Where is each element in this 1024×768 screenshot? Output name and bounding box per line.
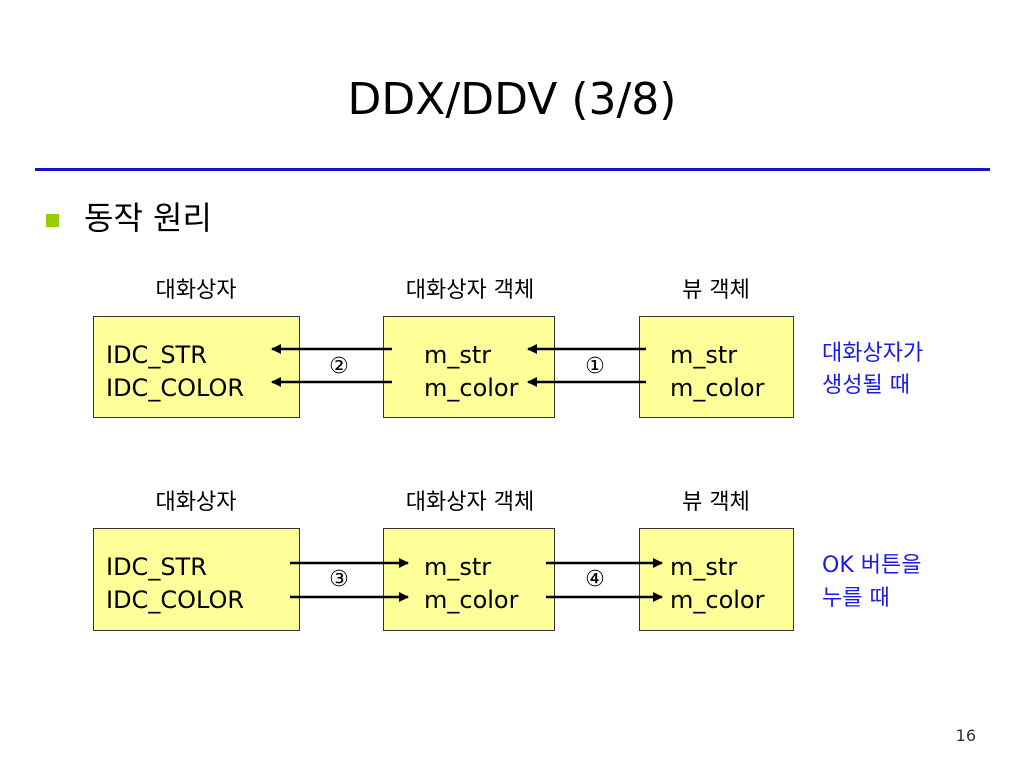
dialog-box-line: IDC_STR: [106, 341, 207, 369]
dialog-box-line: IDC_COLOR: [106, 374, 245, 402]
label-view-object: 뷰 객체: [682, 278, 750, 303]
dialog-box: IDC_STR IDC_COLOR: [93, 316, 300, 418]
view-object-box-line: m_color: [670, 374, 765, 402]
dialog-box: IDC_STR IDC_COLOR: [93, 528, 300, 631]
step-marker: ③: [329, 567, 349, 592]
label-dialog-object: 대화상자 객체: [405, 490, 535, 515]
step-marker: ①: [585, 354, 605, 379]
dialog-object-box-line: m_color: [424, 374, 519, 402]
bullet-text: 동작 원리: [84, 199, 212, 237]
dialog-object-box: m_str m_color: [383, 528, 555, 631]
note-line: 생성될 때: [822, 373, 910, 398]
bullet-square-icon: [46, 214, 59, 227]
label-dialog: 대화상자: [155, 278, 237, 303]
note-line: OK 버튼을: [822, 553, 922, 578]
title-rule: [35, 168, 990, 171]
note-line: 대화상자가: [822, 341, 924, 366]
view-object-box: m_str m_color: [639, 316, 794, 418]
step-marker: ②: [329, 354, 349, 379]
note-line: 누를 때: [822, 586, 890, 611]
dialog-object-box-line: m_color: [424, 586, 519, 614]
view-object-box-line: m_color: [670, 586, 765, 614]
dialog-object-box: m_str m_color: [383, 316, 555, 418]
view-object-box-line: m_str: [670, 341, 738, 369]
dialog-object-box-line: m_str: [424, 553, 492, 581]
view-object-box: m_str m_color: [639, 528, 794, 631]
label-view-object: 뷰 객체: [682, 490, 750, 515]
view-object-box-line: m_str: [670, 553, 738, 581]
slide-title: DDX/DDV (3/8): [347, 74, 677, 125]
label-dialog-object: 대화상자 객체: [405, 278, 535, 303]
dialog-box-line: IDC_STR: [106, 553, 207, 581]
page-number: 16: [955, 726, 976, 745]
label-dialog: 대화상자: [155, 490, 237, 515]
dialog-box-line: IDC_COLOR: [106, 586, 245, 614]
step-marker: ④: [585, 567, 605, 592]
dialog-object-box-line: m_str: [424, 341, 492, 369]
